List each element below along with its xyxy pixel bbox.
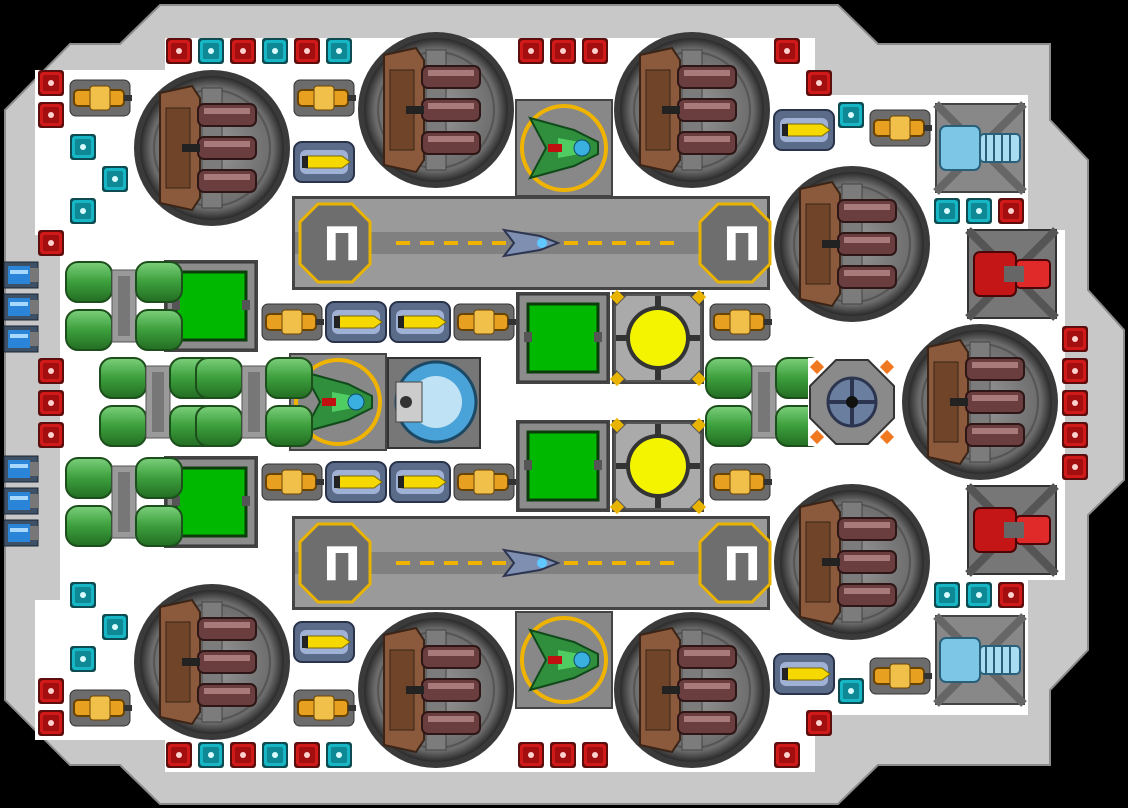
cannon-turret-icon[interactable]	[773, 165, 931, 323]
autocannon-icon[interactable]	[261, 463, 325, 501]
autocannon-icon[interactable]	[709, 463, 773, 501]
cannon-turret-icon[interactable]	[357, 611, 515, 769]
cannon-turret-icon[interactable]	[613, 31, 771, 189]
laser-cannon-icon[interactable]	[968, 486, 1056, 574]
shield-generator-icon[interactable]	[387, 357, 481, 449]
ion-cannon-icon[interactable]	[936, 104, 1024, 192]
cannon-turret-icon[interactable]	[901, 323, 1059, 481]
autocannon-icon[interactable]	[69, 79, 133, 117]
autocannon-icon[interactable]	[869, 657, 933, 695]
reactor-core-icon[interactable]	[608, 416, 708, 516]
cannon-turret-icon[interactable]	[133, 69, 291, 227]
thruster-icon[interactable]	[3, 293, 39, 321]
ion-cannon-icon[interactable]	[936, 616, 1024, 704]
thruster-icon[interactable]	[3, 455, 39, 483]
gyroscope-icon[interactable]	[808, 358, 896, 446]
reactor-core-icon[interactable]	[608, 288, 708, 388]
laser-cannon-icon[interactable]	[968, 230, 1056, 318]
missile-launcher-icon[interactable]	[293, 621, 355, 663]
control-room-icon[interactable]	[514, 290, 612, 386]
missile-launcher-icon[interactable]	[325, 301, 387, 343]
cannon-turret-icon[interactable]	[613, 611, 771, 769]
hangar-runway-lower[interactable]	[290, 514, 772, 612]
autocannon-icon[interactable]	[293, 79, 357, 117]
hangar-runway-upper[interactable]	[290, 194, 772, 292]
missile-launcher-icon[interactable]	[325, 461, 387, 503]
missile-launcher-icon[interactable]	[773, 109, 835, 151]
cannon-turret-icon[interactable]	[773, 483, 931, 641]
missile-launcher-icon[interactable]	[773, 653, 835, 695]
fighter-bay-icon[interactable]	[514, 610, 614, 710]
hangar-sign-lower-right: Π	[723, 537, 762, 591]
autocannon-icon[interactable]	[293, 689, 357, 727]
control-room-icon[interactable]	[514, 418, 612, 514]
hangar-sign-lower-left: Π	[323, 537, 362, 591]
autocannon-icon[interactable]	[453, 463, 517, 501]
missile-launcher-icon[interactable]	[389, 461, 451, 503]
cannon-turret-icon[interactable]	[133, 583, 291, 741]
thruster-icon[interactable]	[3, 519, 39, 547]
missile-launcher-icon[interactable]	[293, 141, 355, 183]
autocannon-icon[interactable]	[869, 109, 933, 147]
fighter-bay-icon[interactable]	[514, 98, 614, 198]
cannon-turret-icon[interactable]	[357, 31, 515, 189]
missile-launcher-icon[interactable]	[389, 301, 451, 343]
hangar-sign-upper-right: Π	[723, 217, 762, 271]
autocannon-icon[interactable]	[261, 303, 325, 341]
autocannon-icon[interactable]	[709, 303, 773, 341]
autocannon-icon[interactable]	[69, 689, 133, 727]
autocannon-icon[interactable]	[453, 303, 517, 341]
thruster-icon[interactable]	[3, 325, 39, 353]
hangar-sign-upper-left: Π	[323, 217, 362, 271]
thruster-icon[interactable]	[3, 261, 39, 289]
thruster-icon[interactable]	[3, 487, 39, 515]
